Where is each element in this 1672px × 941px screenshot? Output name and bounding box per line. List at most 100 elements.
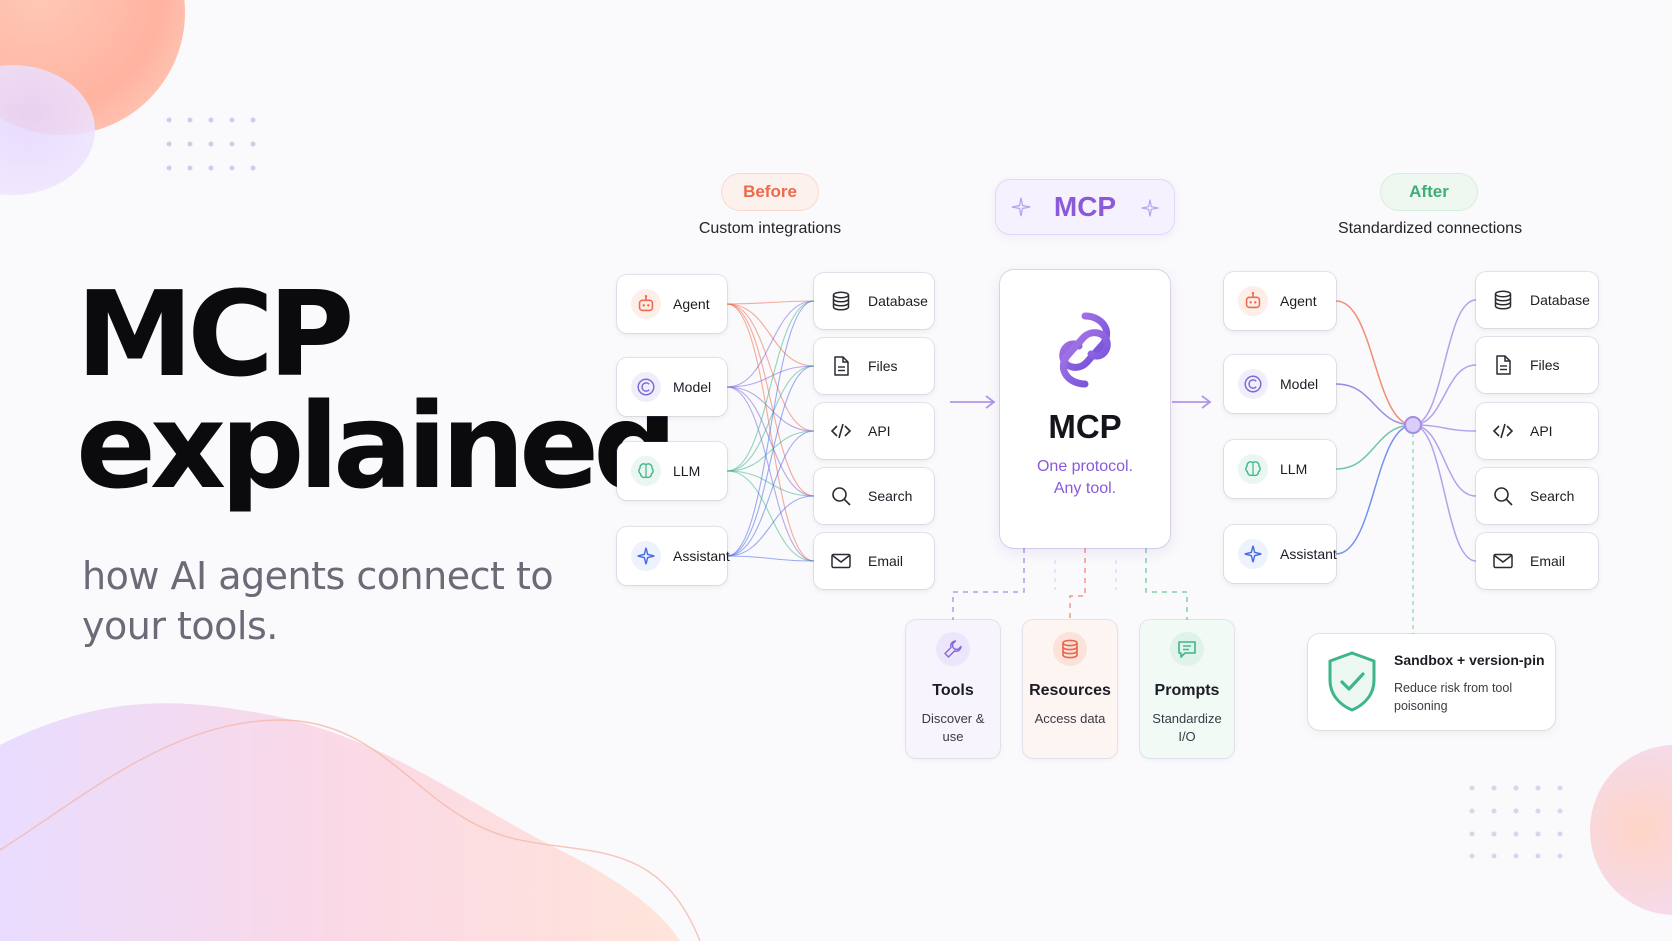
mcp-tagline-line1: One protocol. [1036, 458, 1134, 475]
mcp-to-prompts-link [1145, 548, 1188, 620]
robot-icon [631, 289, 661, 319]
before-tool-search-label: Search [868, 488, 913, 504]
after-tool-link [1412, 299, 1477, 426]
dot-grid-top-left [166, 117, 256, 171]
after-tool-files-label: Files [1530, 357, 1560, 373]
after-client-assistant-label: Assistant [1280, 546, 1337, 562]
after-tool-link [1412, 424, 1477, 562]
after-tool-email: Email [1476, 533, 1598, 589]
before-link [726, 386, 815, 497]
after-client-agent-label: Agent [1280, 293, 1317, 309]
database-icon [828, 288, 854, 314]
before-caption: Custom integrations [698, 220, 842, 237]
after-client-link [1335, 383, 1414, 426]
before-link [726, 470, 815, 562]
before-client-agent-label: Agent [673, 296, 710, 312]
before-link [726, 303, 815, 367]
robot-icon [1238, 286, 1268, 316]
before-link [726, 303, 815, 497]
before-tool-api-label: API [868, 423, 891, 439]
search-icon [1490, 483, 1516, 509]
primitive-resources-desc: Access data [1034, 711, 1106, 726]
before-tool-database-label: Database [868, 293, 928, 309]
before-tool-email-label: Email [868, 553, 904, 569]
after-tool-email-label: Email [1530, 553, 1566, 569]
sandbox-desc: Reduce risk from tool poisoning [1394, 681, 1513, 713]
primitive-tools-desc: Discover & use [921, 711, 985, 744]
sparkle-icon [1141, 199, 1159, 217]
shield-check-icon [1328, 651, 1376, 712]
sparkle-icon [631, 541, 661, 571]
mcp-tagline-line2: Any tool. [1053, 480, 1117, 497]
model-c-icon [1238, 369, 1268, 399]
after-tool-link [1412, 364, 1477, 426]
sparkle-icon [1238, 539, 1268, 569]
search-icon [828, 483, 854, 509]
after-tool-search-label: Search [1530, 488, 1575, 504]
before-link [726, 430, 815, 472]
hero-title: MCP explained [76, 275, 678, 515]
mail-icon [828, 548, 854, 574]
after-client-agent: Agent [1224, 272, 1336, 330]
wrench-icon [936, 632, 970, 666]
sparkle-icon [1011, 197, 1031, 217]
before-client-llm: LLM [617, 442, 727, 500]
before-link [726, 470, 815, 497]
before-pill: Before [722, 174, 818, 210]
arrow-into-mcp-head [985, 395, 996, 409]
mail-icon [1490, 548, 1516, 574]
before-client-llm-label: LLM [673, 463, 701, 479]
file-icon [828, 353, 854, 379]
mcp-pill-label: MCP [1053, 191, 1117, 222]
after-tool-database: Database [1476, 272, 1598, 328]
after-client-link [1335, 424, 1414, 555]
primitive-card-tools: Tools Discover & use [906, 620, 1000, 758]
primitive-tools-title: Tools [932, 682, 974, 699]
after-client-model: Model [1224, 355, 1336, 413]
after-caption: Standardized connections [1337, 220, 1523, 237]
before-link [726, 300, 815, 305]
before-link [726, 386, 815, 432]
before-link [726, 303, 815, 432]
before-link [726, 365, 815, 557]
after-tool-api: API [1476, 403, 1598, 459]
chat-icon [1170, 632, 1204, 666]
model-c-icon [631, 372, 661, 402]
hero-title-line2: explained [76, 377, 678, 515]
mcp-logo-icon [1059, 312, 1111, 388]
before-link [726, 365, 815, 388]
before-tool-database: Database [814, 273, 934, 329]
file-icon [1490, 352, 1516, 378]
before-client-model-label: Model [673, 379, 712, 395]
brain-icon [631, 456, 661, 486]
after-client-llm: LLM [1224, 440, 1336, 498]
before-link [726, 386, 815, 562]
hero-subtitle: how AI agents connect to your tools. [82, 554, 554, 648]
mcp-to-tools-link [952, 548, 1025, 620]
before-link [726, 300, 815, 472]
before-link [726, 555, 815, 562]
mcp-center-card: MCP One protocol. Any tool. [1000, 270, 1170, 548]
before-client-assistant: Assistant [617, 527, 730, 585]
primitive-card-resources: Resources Access data [1023, 620, 1117, 758]
before-link [726, 303, 815, 562]
bottom-left-wave-line [0, 719, 701, 941]
brain-icon [1238, 454, 1268, 484]
after-client-llm-label: LLM [1280, 461, 1308, 477]
code-icon [1490, 418, 1516, 444]
primitive-prompts-desc: Standardize I/O [1152, 711, 1222, 744]
after-client-link [1335, 424, 1414, 470]
before-link [726, 430, 815, 557]
mcp-center-name: MCP [1048, 408, 1122, 445]
primitive-prompts-title: Prompts [1154, 682, 1220, 699]
before-client-agent: Agent [617, 275, 727, 333]
sandbox-card: Sandbox + version-pin Reduce risk from t… [1308, 634, 1555, 730]
after-pill: After [1381, 174, 1477, 210]
after-client-link [1335, 300, 1414, 426]
after-client-model-label: Model [1280, 376, 1319, 392]
before-link [726, 495, 815, 557]
mcp-hub-node [1404, 416, 1422, 434]
